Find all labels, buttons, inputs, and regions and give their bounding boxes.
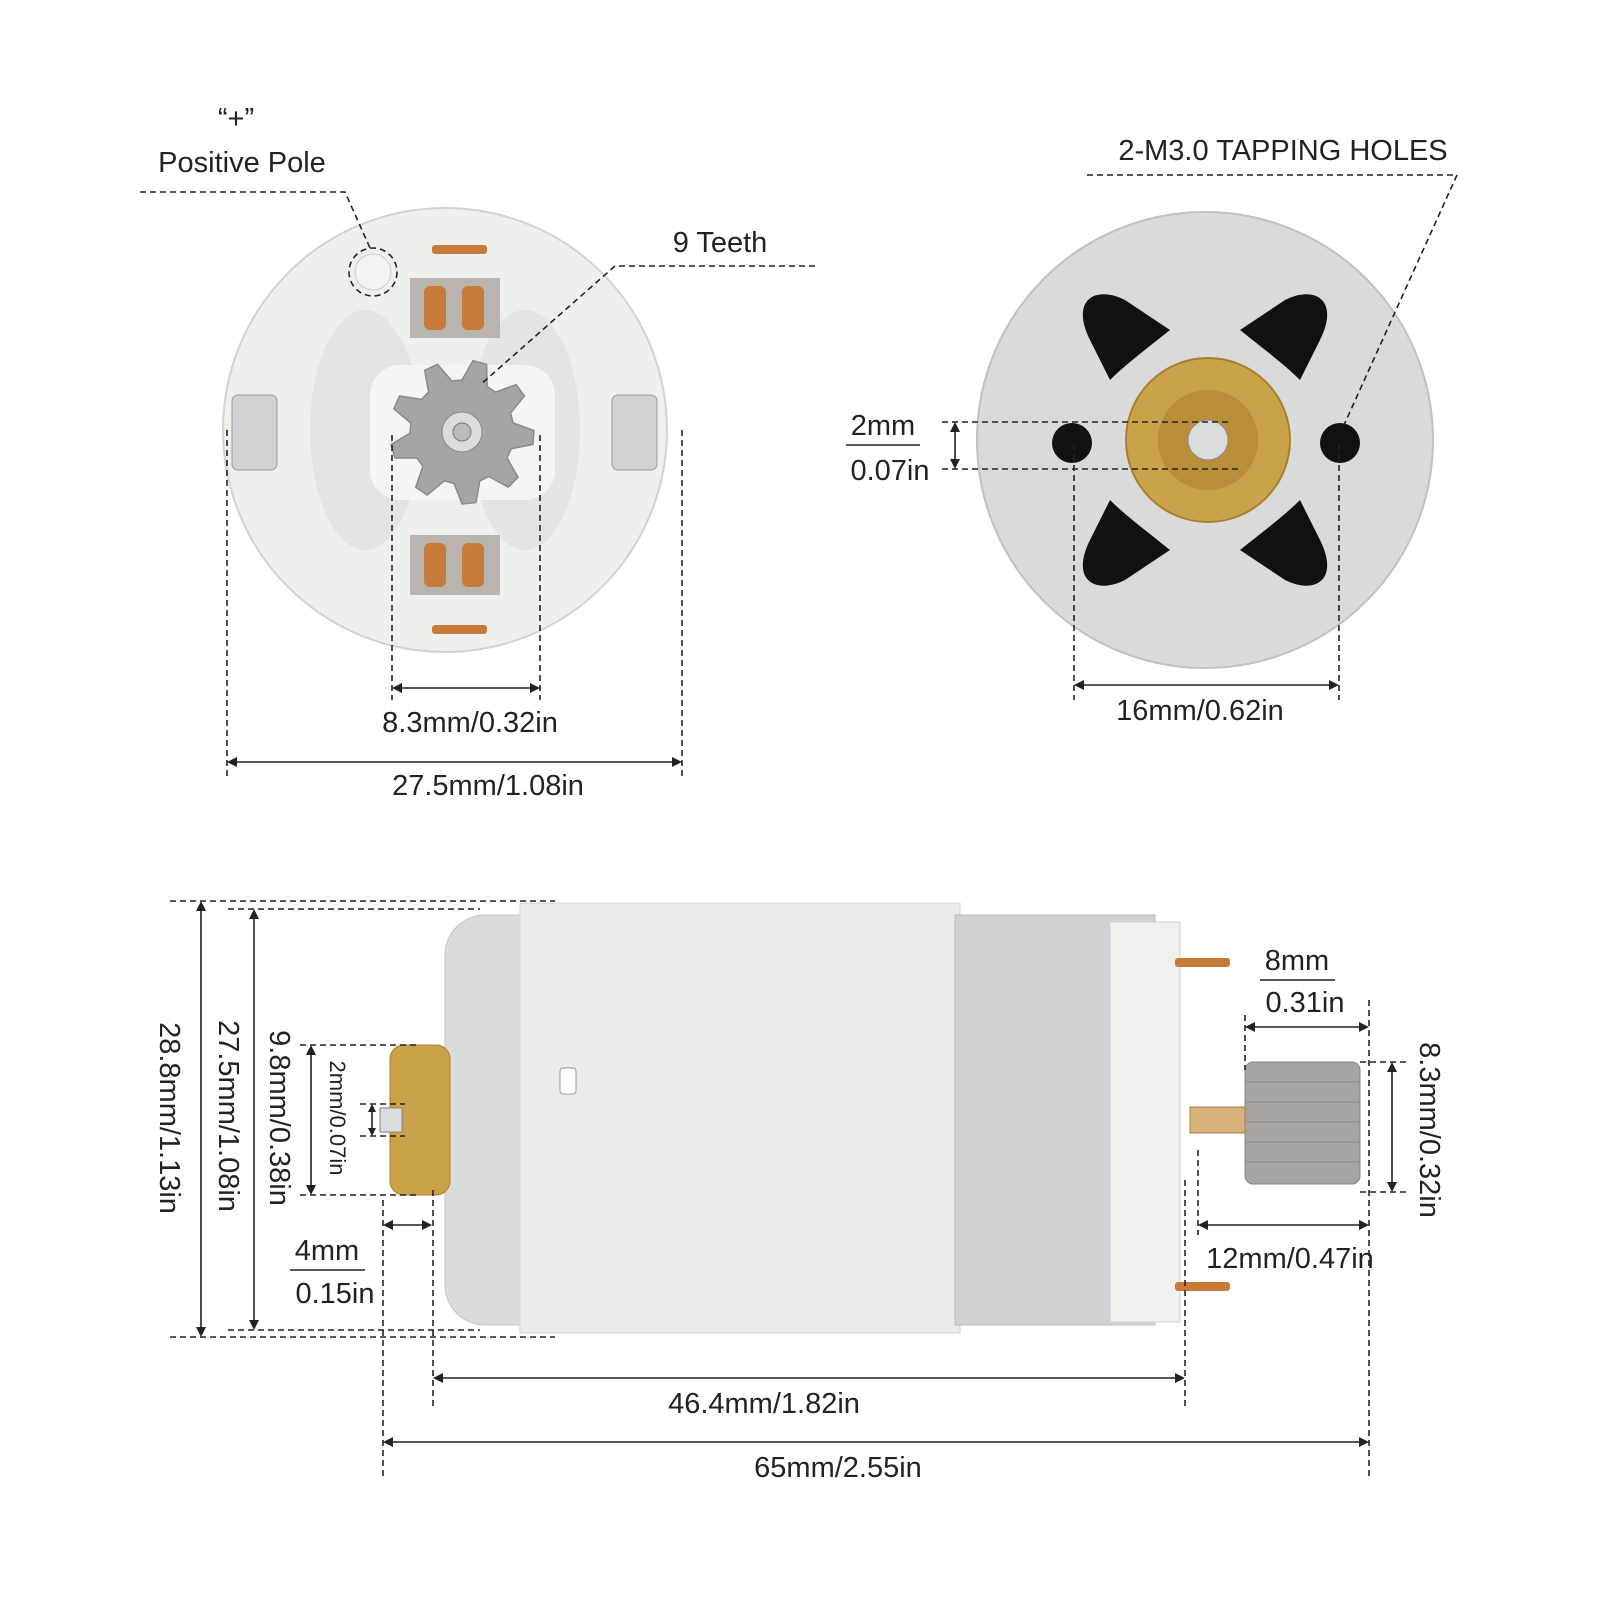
body-height-arrow-top xyxy=(249,909,259,919)
body-height-label: 27.5mm/1.08in xyxy=(212,1020,244,1212)
shaft-len-arrow-right xyxy=(1359,1220,1369,1230)
terminal-side-top xyxy=(1175,958,1230,967)
label-sleeve xyxy=(519,902,961,1334)
boss-len-in-label: 0.15in xyxy=(295,1278,374,1310)
terminal-bottom xyxy=(432,625,487,634)
tapping-hole-left xyxy=(1052,423,1092,463)
rear-tab-left xyxy=(231,394,278,471)
total-len-label: 65mm/2.55in xyxy=(754,1452,922,1484)
boss-len-mm-label: 4mm xyxy=(295,1235,359,1267)
front-view: 2-M3.0 TAPPING HOLES 2mm 0.07in 16mm/0.6… xyxy=(846,135,1459,727)
total-height-arrow-bottom xyxy=(196,1327,206,1337)
brush-top-2 xyxy=(462,286,484,330)
sleeve-slot xyxy=(559,1067,577,1095)
pinion-len-arrow-right xyxy=(1359,1022,1369,1032)
terminal-top xyxy=(432,245,487,254)
gear-width-label: 8.3mm/0.32in xyxy=(382,707,558,739)
positive-symbol-label: “+” xyxy=(218,103,254,135)
shaft-mm-label: 2mm xyxy=(851,410,915,442)
brush-bottom-1 xyxy=(424,543,446,587)
rear-view: “+” Positive Pole 9 Teeth 8.3mm/0.32in 2… xyxy=(140,103,815,802)
positive-pole-mark xyxy=(354,253,392,291)
body-len-label: 46.4mm/1.82in xyxy=(668,1388,860,1420)
shaft-len-label: 12mm/0.47in xyxy=(1206,1243,1374,1275)
total-height-label: 28.8mm/1.13in xyxy=(153,1022,185,1214)
positive-pole-label: Positive Pole xyxy=(158,147,326,179)
pinion-dia-arrow-bottom xyxy=(1387,1182,1397,1192)
boss-height-arrow-bottom xyxy=(306,1185,316,1195)
tapping-holes-label: 2-M3.0 TAPPING HOLES xyxy=(1118,135,1447,167)
tapping-hole-right xyxy=(1320,423,1360,463)
pinion-len-mm-label: 8mm xyxy=(1265,945,1329,977)
shaft-in-label: 0.07in xyxy=(850,455,929,487)
vent-top-left xyxy=(1082,294,1170,380)
body-len-arrow-right xyxy=(1175,1373,1185,1383)
motor-width-label: 27.5mm/1.08in xyxy=(392,770,584,802)
rear-tab-right xyxy=(611,394,658,471)
motor-width-arrow-left xyxy=(227,757,237,767)
boss-shaft-arrow-top xyxy=(368,1104,376,1112)
brush-bottom-2 xyxy=(462,543,484,587)
shaft-len-arrow-left xyxy=(1198,1220,1208,1230)
brush-holder-top xyxy=(410,278,500,338)
vent-top-right xyxy=(1240,294,1328,380)
body-len-arrow-left xyxy=(433,1373,443,1383)
shaft-arrow-bottom xyxy=(950,459,960,469)
motor-width-arrow-right xyxy=(672,757,682,767)
vent-bottom-left xyxy=(1082,500,1170,586)
boss-height-arrow-top xyxy=(306,1045,316,1055)
boss-len-arrow-right xyxy=(422,1220,432,1230)
total-height-arrow-top xyxy=(196,901,206,911)
teeth-label: 9 Teeth xyxy=(673,227,768,259)
pinion-dia-label: 8.3mm/0.32in xyxy=(1413,1042,1445,1218)
vent-bottom-right xyxy=(1240,500,1328,586)
boss-len-arrow-left xyxy=(383,1220,393,1230)
holes-arrow-left xyxy=(1074,680,1084,690)
shaft-center xyxy=(452,422,472,442)
boss-height-label: 9.8mm/0.38in xyxy=(263,1030,295,1206)
teeth-leader xyxy=(479,265,815,386)
pinion-len-arrow-left xyxy=(1245,1022,1255,1032)
gear-width-arrow-right xyxy=(530,683,540,693)
brush-holder-bottom xyxy=(410,535,500,595)
total-len-arrow-left xyxy=(383,1437,393,1447)
positive-pole-leader xyxy=(140,191,371,249)
pinion-dia-arrow-top xyxy=(1387,1062,1397,1072)
terminal-side-bottom xyxy=(1175,1282,1230,1291)
rear-cap-side xyxy=(1109,921,1181,1323)
front-shaft-side xyxy=(379,1107,403,1133)
brush-top-1 xyxy=(424,286,446,330)
front-shaft xyxy=(1187,419,1229,461)
body-height-arrow-bottom xyxy=(249,1320,259,1330)
tapping-holes-leader xyxy=(1087,174,1459,426)
pinion-side xyxy=(1244,1061,1361,1185)
boss-shaft-label: 2mm/0.07in xyxy=(325,1061,350,1176)
rear-shaft-side xyxy=(1189,1106,1249,1134)
total-len-arrow-right xyxy=(1359,1437,1369,1447)
gear-width-arrow-left xyxy=(392,683,402,693)
shaft-arrow-top xyxy=(950,422,960,432)
holes-arrow-right xyxy=(1329,680,1339,690)
hole-spacing-label: 16mm/0.62in xyxy=(1116,695,1284,727)
side-view: 28.8mm/1.13in 27.5mm/1.08in 9.8mm/0.38in… xyxy=(153,900,1445,1484)
positive-pole-dashed-circle xyxy=(348,247,398,297)
pinion-len-in-label: 0.31in xyxy=(1265,987,1344,1019)
boss-shaft-arrow-bottom xyxy=(368,1128,376,1136)
